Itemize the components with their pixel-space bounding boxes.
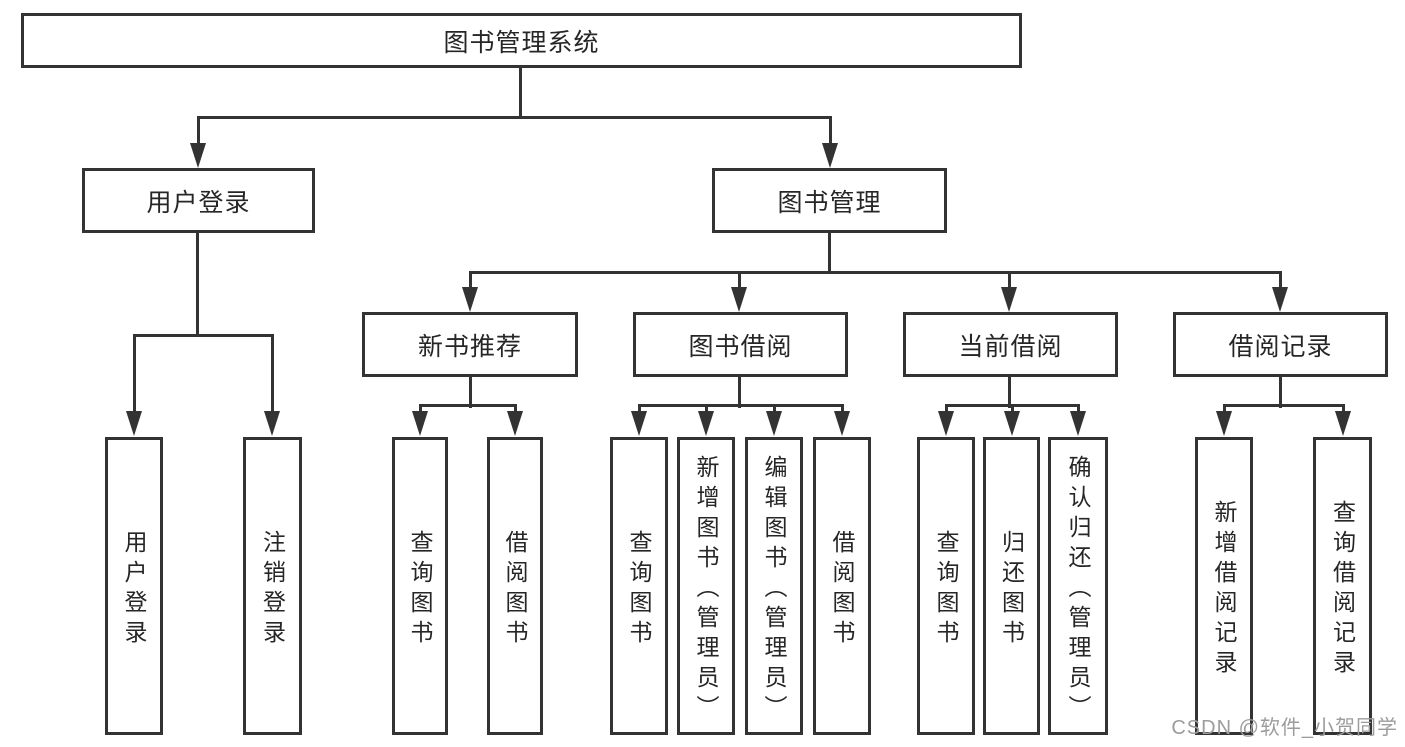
arrow-stem: [829, 117, 832, 147]
arrow-stem: [841, 405, 844, 415]
arrow-stem: [773, 405, 776, 415]
node-borrow-records: 借阅记录: [1173, 312, 1388, 377]
node-book-borrow: 图书借阅: [633, 312, 848, 377]
arrow-stem: [945, 405, 948, 415]
arrow-stem: [1342, 405, 1345, 415]
leaf-edit-books-admin: 编辑图书（管理员）: [745, 437, 803, 735]
arrow-head-icon: [822, 143, 838, 168]
connector-stem: [196, 233, 199, 337]
leaf-label: 借阅图书: [502, 529, 528, 650]
leaf-query-borrow-record: 查询借阅记录: [1313, 437, 1372, 735]
connector-stem: [1008, 377, 1011, 408]
leaf-borrow-books-recommend: 借阅图书: [487, 437, 543, 735]
arrow-stem: [197, 117, 200, 147]
arrow-head-icon: [1001, 287, 1017, 312]
leaf-label: 查询图书: [407, 529, 433, 650]
arrow-head-icon: [631, 411, 647, 436]
node-label: 当前借阅: [958, 332, 1063, 361]
arrow-stem: [419, 405, 422, 415]
leaf-confirm-return-admin: 确认归还（管理员）: [1048, 437, 1108, 735]
arrow-head-icon: [1004, 411, 1020, 436]
node-current-borrow: 当前借阅: [903, 312, 1118, 377]
leaf-user-login: 用户登录: [105, 437, 163, 735]
arrow-stem: [1008, 272, 1011, 291]
leaf-label: 新增图书（管理员）: [693, 454, 719, 725]
node-label: 借阅记录: [1228, 332, 1333, 361]
arrow-stem: [514, 405, 517, 415]
arrow-head-icon: [1272, 287, 1288, 312]
arrow-stem: [1223, 405, 1226, 415]
node-label: 新书推荐: [417, 332, 522, 361]
arrow-stem: [1077, 405, 1080, 415]
leaf-label: 编辑图书（管理员）: [761, 454, 787, 725]
leaf-query-books-current: 查询图书: [917, 437, 975, 735]
arrow-head-icon: [190, 143, 206, 168]
leaf-query-books-borrow: 查询图书: [610, 437, 668, 735]
arrow-stem: [705, 405, 708, 415]
arrow-stem: [133, 335, 136, 415]
leaf-return-books: 归还图书: [983, 437, 1040, 735]
arrow-stem: [638, 405, 641, 415]
leaf-label: 确认归还（管理员）: [1065, 454, 1091, 725]
connector-line: [419, 404, 517, 407]
leaf-query-books-recommend: 查询图书: [392, 437, 448, 735]
arrow-head-icon: [264, 411, 280, 436]
arrow-stem: [738, 272, 741, 291]
leaf-add-books-admin: 新增图书（管理员）: [677, 437, 735, 735]
node-new-book-recommend: 新书推荐: [362, 312, 578, 377]
connector-stem: [828, 233, 831, 274]
node-user-login: 用户登录: [82, 168, 315, 233]
arrow-stem: [1279, 272, 1282, 291]
leaf-label: 借阅图书: [829, 529, 855, 650]
arrow-stem: [271, 335, 274, 415]
leaf-label: 用户登录: [121, 529, 147, 650]
node-label: 图书借阅: [688, 332, 793, 361]
connector-line: [197, 116, 832, 119]
arrow-stem: [1011, 405, 1014, 415]
connector-line: [469, 271, 1282, 274]
leaf-label: 新增借阅记录: [1211, 499, 1237, 680]
leaf-label: 查询图书: [626, 529, 652, 650]
node-system-root: 图书管理系统: [21, 13, 1022, 68]
arrow-head-icon: [1335, 411, 1351, 436]
connector-line: [1223, 404, 1345, 407]
connector-line: [133, 334, 274, 337]
leaf-label: 查询借阅记录: [1329, 499, 1356, 680]
arrow-head-icon: [834, 411, 850, 436]
arrow-head-icon: [731, 287, 747, 312]
arrow-head-icon: [462, 287, 478, 312]
arrow-head-icon: [1070, 411, 1086, 436]
leaf-logout: 注销登录: [243, 437, 302, 735]
node-label: 用户登录: [146, 188, 251, 217]
arrow-head-icon: [126, 411, 142, 436]
arrow-head-icon: [507, 411, 523, 436]
node-book-management: 图书管理: [712, 168, 947, 233]
connector-stem: [1279, 377, 1282, 408]
arrow-head-icon: [412, 411, 428, 436]
connector-line: [638, 404, 844, 407]
connector-stem: [519, 68, 522, 119]
arrow-head-icon: [1216, 411, 1232, 436]
leaf-label: 归还图书: [998, 529, 1025, 650]
arrow-stem: [469, 272, 472, 291]
arrow-head-icon: [698, 411, 714, 436]
csdn-watermark: CSDN @软件_小贺同学: [1171, 717, 1398, 739]
node-label: 图书管理: [777, 188, 882, 217]
arrow-head-icon: [938, 411, 954, 436]
node-label: 图书管理系统: [443, 28, 600, 57]
leaf-label: 查询图书: [933, 529, 959, 650]
connector-stem: [469, 377, 472, 408]
leaf-label: 注销登录: [259, 529, 286, 650]
leaf-add-borrow-record: 新增借阅记录: [1195, 437, 1253, 735]
arrow-head-icon: [766, 411, 782, 436]
connector-stem: [738, 377, 741, 408]
leaf-borrow-books: 借阅图书: [813, 437, 871, 735]
